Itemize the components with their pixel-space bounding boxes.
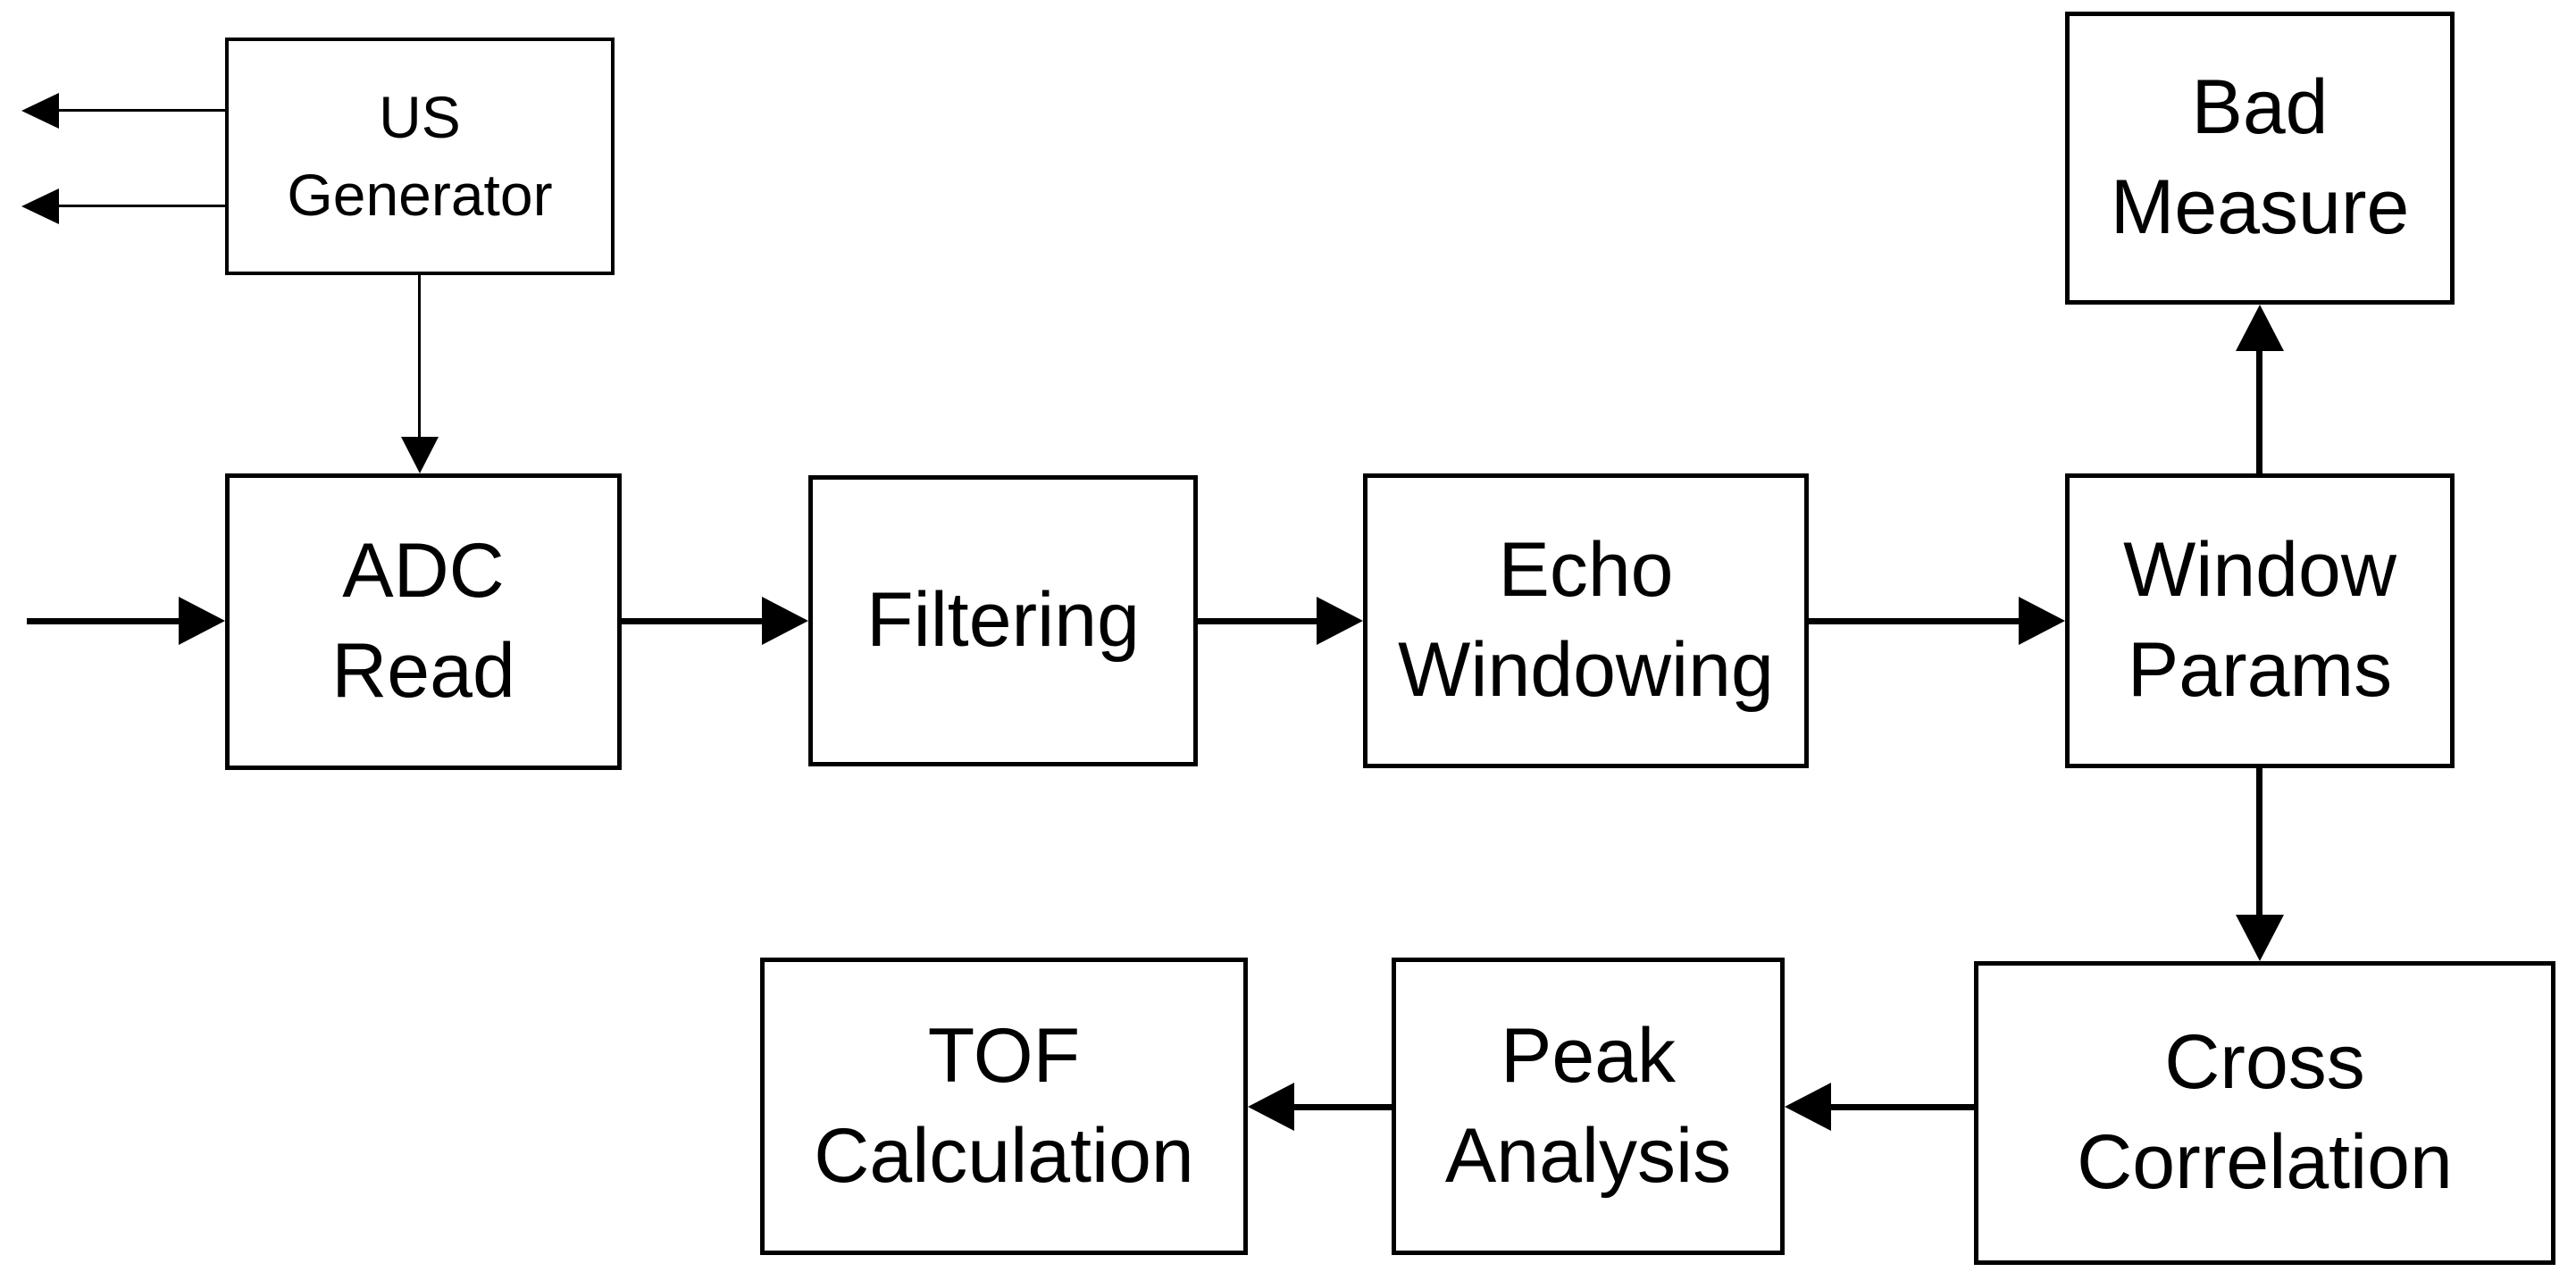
node-window-params-label: Window Params [2123, 527, 2396, 713]
node-us-generator: US Generator [225, 38, 615, 275]
arrowhead-left-icon [1248, 1083, 1294, 1131]
node-cross-correlation: Cross Correlation [1974, 961, 2555, 1265]
node-us-generator-label: US Generator [287, 83, 553, 228]
node-echo-windowing-label: Echo Windowing [1398, 527, 1774, 713]
edge-line [57, 109, 225, 112]
arrowhead-down-icon [401, 437, 439, 473]
edge-line [1809, 618, 2021, 624]
node-adc-read-label: ADC Read [331, 528, 515, 714]
node-echo-windowing: Echo Windowing [1363, 473, 1809, 768]
arrowhead-up-icon [2236, 305, 2284, 351]
arrowhead-left-icon [21, 93, 59, 129]
node-peak-analysis: Peak Analysis [1392, 958, 1785, 1255]
node-window-params: Window Params [2065, 473, 2455, 768]
edge-line [57, 205, 225, 207]
edge-line [1831, 1104, 1974, 1110]
arrowhead-left-icon [1785, 1083, 1831, 1131]
edge-line [2256, 350, 2262, 473]
node-bad-measure-label: Bad Measure [2110, 64, 2410, 250]
node-cross-correlation-label: Cross Correlation [2077, 1019, 2453, 1205]
arrowhead-right-icon [1317, 597, 1363, 645]
arrowhead-right-icon [2019, 597, 2065, 645]
edge-line [418, 275, 421, 439]
arrowhead-right-icon [762, 597, 808, 645]
node-tof-calculation: TOF Calculation [760, 958, 1248, 1255]
arrowhead-right-icon [179, 597, 225, 645]
node-peak-analysis-label: Peak Analysis [1444, 1012, 1732, 1199]
edge-line [1198, 618, 1319, 624]
node-bad-measure: Bad Measure [2065, 12, 2455, 305]
node-filtering-label: Filtering [866, 577, 1140, 664]
node-tof-calculation-label: TOF Calculation [814, 1012, 1194, 1199]
edge-line [2256, 768, 2262, 916]
edge-line [622, 618, 765, 624]
edge-line [27, 618, 181, 624]
arrowhead-down-icon [2236, 915, 2284, 961]
edge-line [1294, 1104, 1392, 1110]
arrowhead-left-icon [21, 188, 59, 224]
node-adc-read: ADC Read [225, 473, 622, 770]
node-filtering: Filtering [808, 475, 1198, 766]
